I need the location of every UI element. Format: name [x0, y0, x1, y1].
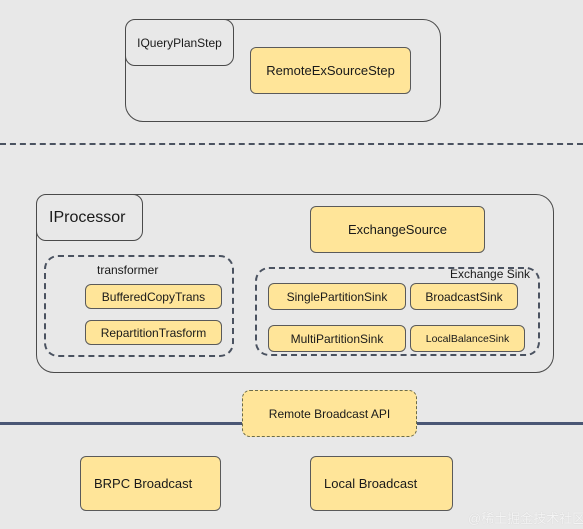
layer-separator-dashed: [0, 143, 583, 145]
brpc-broadcast-node: BRPC Broadcast: [80, 456, 221, 511]
watermark-text: @稀土掘金技术社区: [468, 511, 583, 526]
repartition-trasform-label: RepartitionTrasform: [100, 325, 207, 340]
exchange-source-label: ExchangeSource: [347, 222, 447, 237]
transformer-group: [44, 255, 234, 357]
iprocessor-label-box: IProcessor: [36, 194, 143, 241]
local-balance-sink-node: LocalBalanceSink: [410, 325, 525, 352]
single-partition-sink-label: SinglePartitionSink: [286, 289, 388, 304]
multi-partition-sink-label: MultiPartitionSink: [290, 331, 384, 346]
remote-ex-source-step-node: RemoteExSourceStep: [250, 47, 411, 94]
broadcast-sink-node: BroadcastSink: [410, 283, 518, 310]
local-balance-sink-label: LocalBalanceSink: [425, 332, 510, 345]
single-partition-sink-node: SinglePartitionSink: [268, 283, 406, 310]
iprocessor-label: IProcessor: [49, 208, 126, 226]
buffered-copy-trans-label: BufferedCopyTrans: [101, 289, 206, 304]
buffered-copy-trans-node: BufferedCopyTrans: [85, 284, 222, 309]
brpc-broadcast-label: BRPC Broadcast: [94, 476, 193, 491]
multi-partition-sink-node: MultiPartitionSink: [268, 325, 406, 352]
local-broadcast-node: Local Broadcast: [310, 456, 453, 511]
transformer-label: transformer: [97, 263, 159, 277]
local-broadcast-label: Local Broadcast: [324, 476, 418, 491]
iqueryplanstep-label: IQueryPlanStep: [137, 35, 222, 50]
remote-broadcast-api-node: Remote Broadcast API: [242, 390, 417, 437]
repartition-trasform-node: RepartitionTrasform: [85, 320, 222, 345]
exchange-sink-group: [255, 267, 540, 356]
remote-ex-source-step-label: RemoteExSourceStep: [266, 63, 395, 78]
exchange-sink-label: Exchange Sink: [450, 267, 531, 281]
iqueryplanstep-label-box: IQueryPlanStep: [125, 19, 234, 66]
broadcast-sink-label: BroadcastSink: [425, 289, 503, 304]
remote-broadcast-api-label: Remote Broadcast API: [268, 406, 391, 421]
exchange-source-node: ExchangeSource: [310, 206, 485, 253]
